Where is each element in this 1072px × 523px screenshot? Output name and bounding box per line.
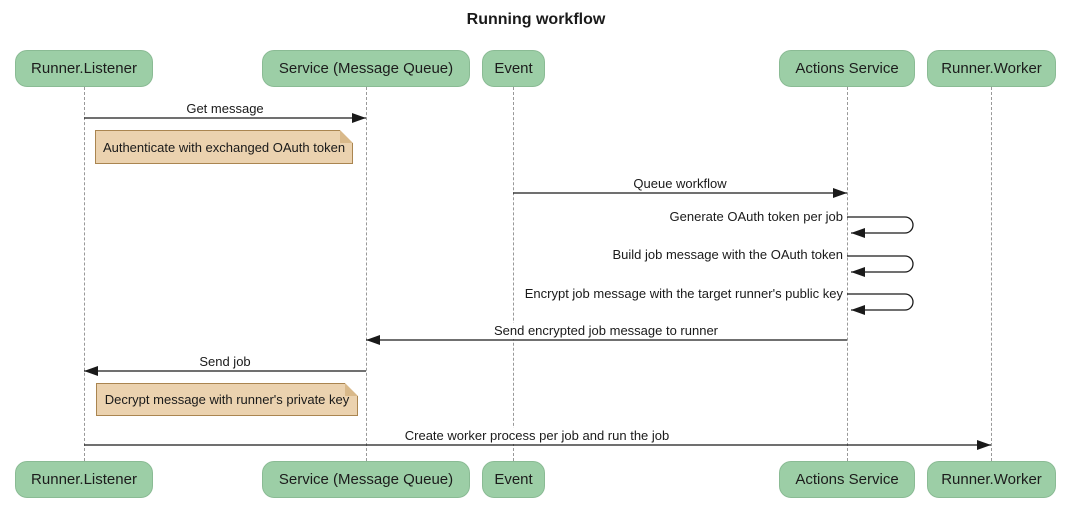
lifeline-runner-worker <box>991 87 992 461</box>
participant-runner-listener-top: Runner.Listener <box>15 50 153 87</box>
selfloop-build-job <box>847 255 914 277</box>
participant-actions-service-bottom: Actions Service <box>779 461 915 498</box>
participant-event-top: Event <box>482 50 545 87</box>
note-decrypt: Decrypt message with runner's private ke… <box>96 383 358 416</box>
message-label-encrypt-job: Encrypt job message with the target runn… <box>524 286 843 301</box>
message-label-build-job: Build job message with the OAuth token <box>612 247 843 262</box>
message-label-create-worker: Create worker process per job and run th… <box>401 428 673 444</box>
note-authenticate: Authenticate with exchanged OAuth token <box>95 130 353 164</box>
lifeline-event <box>513 87 514 461</box>
message-label-generate-token: Generate OAuth token per job <box>669 209 843 224</box>
note-fold-icon <box>340 130 353 143</box>
message-label-send-job: Send job <box>196 354 254 370</box>
lifeline-actions-service <box>847 87 848 461</box>
note-decrypt-text: Decrypt message with runner's private ke… <box>104 392 350 407</box>
selfloop-encrypt-job <box>847 293 914 315</box>
lifeline-runner-listener <box>84 87 85 461</box>
selfloop-generate-token <box>847 216 914 238</box>
diagram-title: Running workflow <box>466 11 606 28</box>
participant-actions-service-top: Actions Service <box>779 50 915 87</box>
lifeline-service-message-queue <box>366 87 367 461</box>
note-fold-icon <box>345 383 358 396</box>
participant-service-message-queue-bottom: Service (Message Queue) <box>262 461 470 498</box>
participant-service-message-queue-top: Service (Message Queue) <box>262 50 470 87</box>
participant-runner-worker-top: Runner.Worker <box>927 50 1056 87</box>
note-authenticate-text: Authenticate with exchanged OAuth token <box>102 139 346 155</box>
message-label-queue-workflow: Queue workflow <box>630 176 730 192</box>
participant-event-bottom: Event <box>482 461 545 498</box>
message-label-send-encrypted: Send encrypted job message to runner <box>490 323 722 339</box>
message-label-get-message: Get message <box>183 101 267 117</box>
participant-runner-listener-bottom: Runner.Listener <box>15 461 153 498</box>
participant-runner-worker-bottom: Runner.Worker <box>927 461 1056 498</box>
